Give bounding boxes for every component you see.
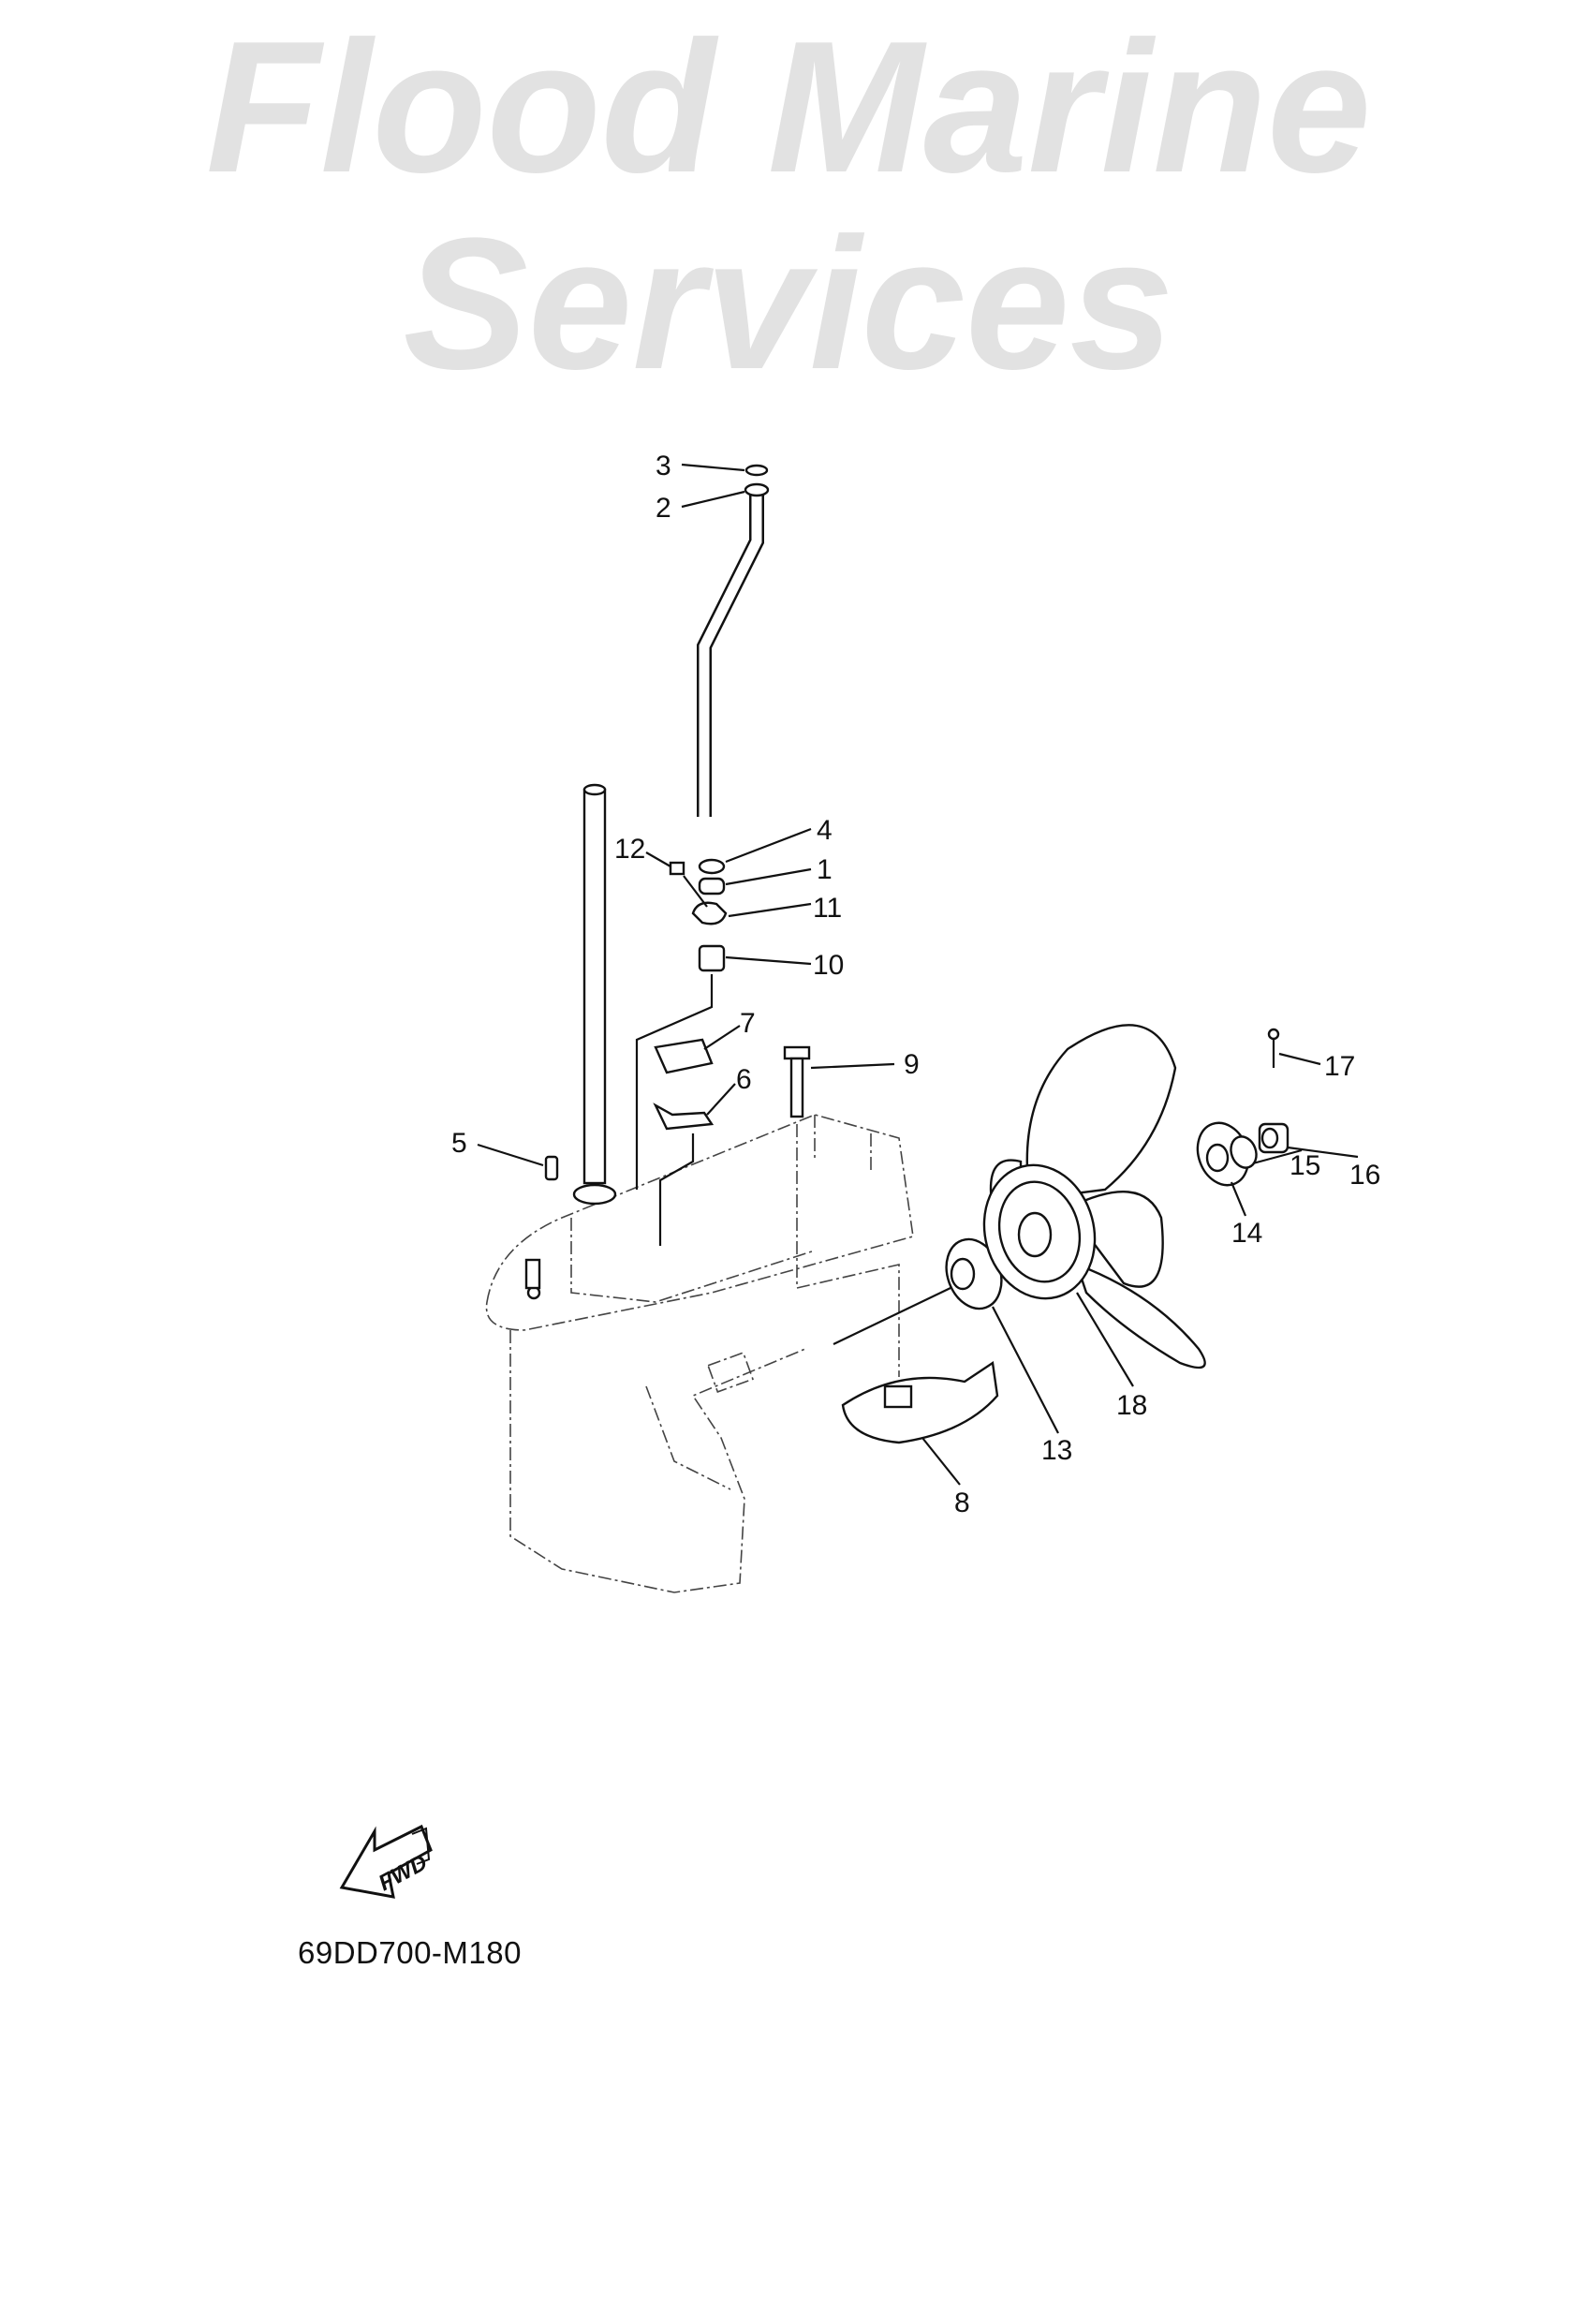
label-2: 2 (656, 493, 671, 524)
anode-8 (841, 1360, 999, 1444)
label-4: 4 (817, 815, 833, 846)
label-12: 12 (614, 834, 645, 865)
leader-lines (477, 463, 1359, 1486)
fwd-arrow-icon: FWD (339, 1824, 433, 1899)
grommet (744, 482, 770, 497)
drawing-code: 69DD700-M180 (298, 1935, 522, 1970)
label-14: 14 (1231, 1218, 1262, 1249)
label-6: 6 (736, 1064, 752, 1095)
part-labels: 1 2 3 4 5 6 7 8 9 10 11 12 13 14 15 16 1… (451, 451, 1380, 1518)
grommet-6 (653, 1103, 715, 1131)
label-15: 15 (1290, 1150, 1320, 1181)
plate-11 (691, 901, 728, 925)
label-16: 16 (1349, 1160, 1380, 1191)
nut-16 (1258, 1122, 1290, 1154)
grommet-1 (698, 877, 726, 896)
collar-10 (698, 944, 726, 972)
label-11: 11 (813, 893, 842, 924)
lower-casing (485, 1114, 914, 1593)
label-1: 1 (817, 854, 833, 885)
washer-4 (698, 858, 726, 875)
label-3: 3 (656, 451, 671, 481)
propeller-18 (982, 1024, 1206, 1369)
cotter-pin-17 (1267, 1028, 1280, 1068)
label-13: 13 (1041, 1435, 1072, 1466)
label-8: 8 (954, 1488, 970, 1518)
seal-washer (744, 464, 769, 477)
label-5: 5 (451, 1128, 467, 1159)
label-9: 9 (904, 1049, 920, 1080)
screw-12 (669, 861, 685, 876)
key-7 (654, 1038, 714, 1074)
label-17: 17 (1324, 1051, 1355, 1082)
label-10: 10 (813, 950, 844, 981)
drive-shaft (572, 783, 617, 1206)
label-18: 18 (1116, 1390, 1147, 1421)
washer-15 (1230, 1135, 1258, 1169)
label-7: 7 (740, 1008, 756, 1039)
water-tube (697, 492, 764, 817)
dowel-pin-5 (544, 1155, 559, 1181)
bolt-9 (783, 1045, 900, 1377)
thrust-washer-13 (833, 1237, 1003, 1345)
watermark: Flood Marine Services (205, 3, 1372, 408)
